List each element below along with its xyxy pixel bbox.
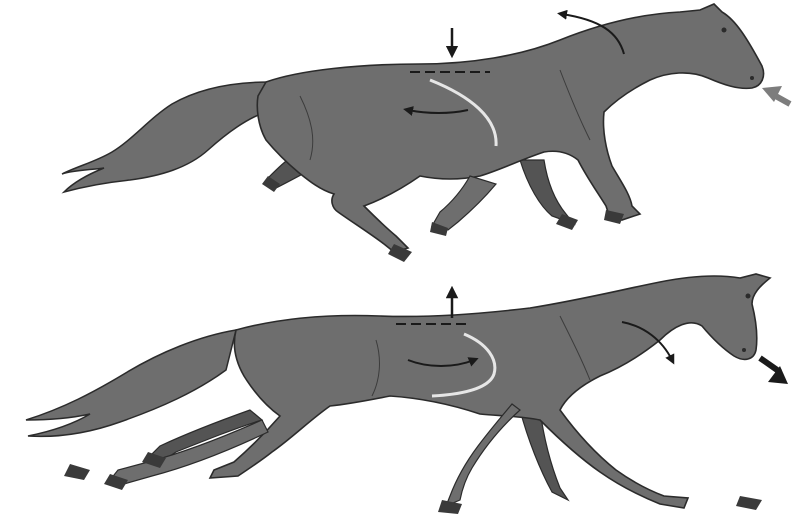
bottom-horse-hoof-5: [736, 496, 762, 510]
bottom-horse-nostril: [742, 348, 746, 352]
top-horse-near-foreleg: [432, 176, 496, 230]
top-horse-nostril: [750, 76, 754, 80]
bottom-horse-body: [210, 274, 770, 508]
bottom-horse: [26, 274, 770, 514]
top-horse-far-fore-leg: [520, 160, 574, 224]
top-horse-eye: [722, 28, 727, 33]
bottom-horse-near-foreleg: [446, 404, 520, 506]
thick-arrow-icon: [760, 358, 780, 372]
bottom-horse-eye: [746, 294, 751, 299]
top-horse-tail: [62, 82, 270, 192]
top-horse: [62, 4, 764, 262]
top-horse-body: [257, 4, 763, 252]
bottom-horse-hoof-4: [438, 500, 462, 514]
bottom-horse-tail: [26, 330, 236, 436]
bottom-horse-hoof-1: [64, 464, 90, 480]
